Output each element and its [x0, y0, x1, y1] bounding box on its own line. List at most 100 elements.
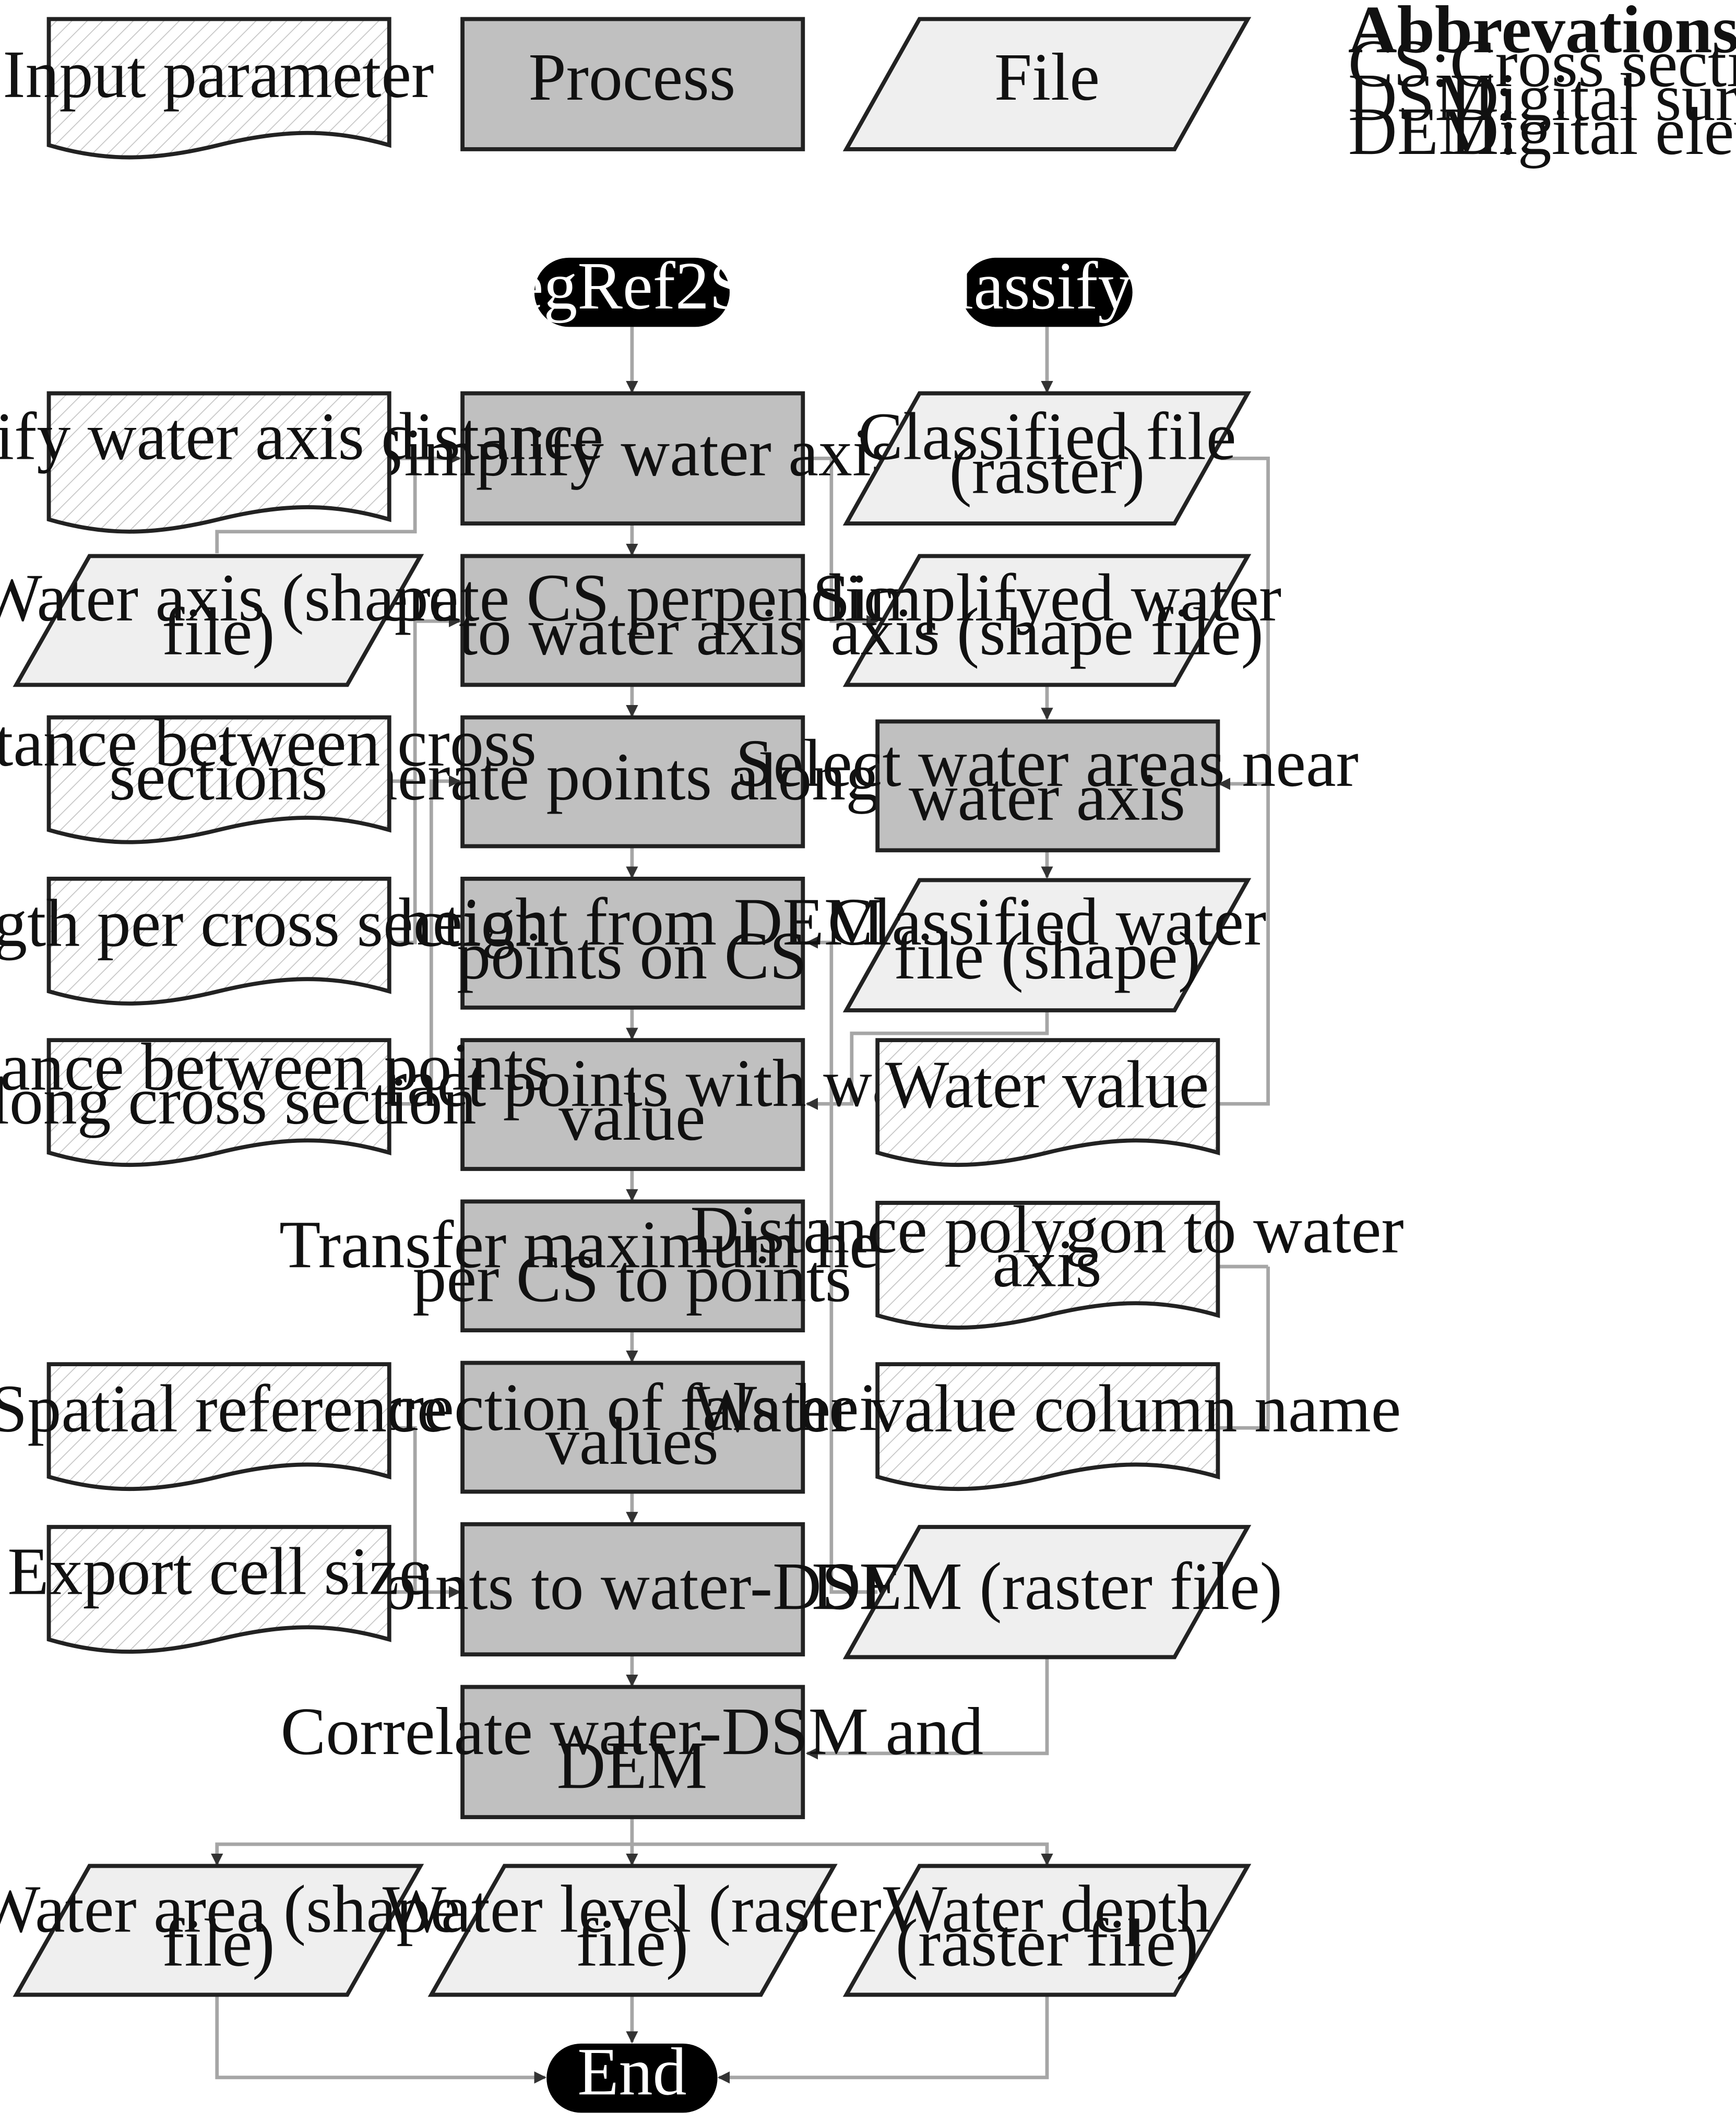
abbreviation-value: Cross sections: [1450, 26, 1736, 101]
connector-simplify-to-simplified-file: [804, 457, 879, 627]
process-correction-line: Correction of fals height: [300, 1370, 964, 1445]
param-length-cross-section-line: Length per cross section: [0, 886, 549, 961]
process-transfer-max-height-line: Transfer maximum height: [279, 1207, 985, 1282]
process-extract-points-line: Extract points with water: [290, 1046, 974, 1121]
process-generate-cs-line: to water axis: [459, 594, 805, 670]
file-water-area-line: file): [162, 1905, 275, 1980]
file-water-area-line: Water area (shape: [0, 1872, 460, 1947]
connector-dist-points-to-generate-points: [390, 775, 461, 1106]
terminal-start-left-shape: [534, 257, 730, 327]
param-simplify-distance-line: Simplify water axis distance: [0, 399, 603, 474]
param-water-value-line: Water value: [885, 1047, 1209, 1123]
process-correlate-line: Correlate water-DSM and: [281, 1694, 984, 1769]
file-water-axis-line: Water axis (shape: [0, 560, 458, 636]
file-classified-file: Classified file (raster): [842, 391, 1252, 526]
terminal-end: End: [546, 2034, 718, 2113]
param-export-cell-size-line: Export cell size: [7, 1534, 429, 1609]
file-dem-line: DEM (raster file): [812, 1549, 1282, 1624]
file-simplified-water-axis-line: Simplifyed water: [813, 560, 1281, 636]
param-distance-cross-sections-line: Distance between cross: [0, 706, 537, 781]
legend-file-shape: [842, 17, 1252, 151]
process-correlate: Correlate water-DSM and DEM: [281, 1685, 984, 1819]
terminal-end-label: End: [577, 2034, 686, 2109]
process-extract-points: Extract points with water value: [290, 1038, 974, 1171]
process-get-height-line: Get height from DEM for: [283, 885, 980, 960]
process-transfer-max-height-line: per CS to points: [412, 1241, 851, 1316]
connector-classified-file-to-select: [1218, 457, 1270, 790]
process-generate-points-line: Generate points along CS: [284, 739, 979, 815]
connector-dist-cs-to-generate-cs: [390, 615, 461, 783]
process-correlate-line: DEM: [557, 1728, 708, 1803]
process-simplify-water-axis: Simplify water axis: [366, 391, 898, 526]
file-dem: DEM (raster file): [812, 1525, 1282, 1660]
file-water-level-line: Water level (raster: [383, 1872, 882, 1947]
terminal-start-left-label: SSegRef2Surf: [438, 248, 826, 324]
process-generate-points: Generate points along CS: [284, 715, 980, 849]
process-correction-line: values: [545, 1404, 719, 1479]
file-water-axis: Water axis (shape file): [0, 554, 458, 687]
connector-water-axis-to-simplify: [215, 458, 417, 554]
connector-water-value-to-bus: [1219, 784, 1270, 1106]
abbreviation-value: Digital elevation model: [1450, 94, 1736, 169]
param-distance-points-line: Distance between points: [0, 1030, 550, 1105]
legend-process-label: Process: [528, 40, 735, 115]
legend-process-shape: [460, 17, 805, 151]
legend: Input parameter Process File: [3, 17, 1252, 160]
process-extract-points-line: value: [558, 1080, 705, 1155]
file-water-level-line: file): [576, 1905, 688, 1980]
connector-water-depth-to-end: [717, 1996, 1049, 2084]
file-water-level: Water level (raster file): [383, 1864, 882, 1997]
abbreviation-key: DEM:: [1348, 94, 1518, 169]
process-get-height-line: points on CS: [457, 918, 807, 994]
file-water-area: Water area (shape file): [0, 1864, 460, 1997]
abbreviations-title: Abbrevations:: [1348, 0, 1736, 67]
param-distance-polygon-line: Distance polygon to water: [690, 1192, 1404, 1268]
connector-correlate-to-water-depth: [632, 1842, 1053, 1866]
param-water-value-column: Water value column name: [693, 1362, 1401, 1491]
param-distance-points: Distance between points along cross sect…: [0, 1030, 550, 1167]
file-simplified-water-axis: Simplifyed water axis (shape file): [813, 554, 1281, 687]
param-simplify-distance: Simplify water axis distance: [0, 391, 603, 534]
connector-correlate-to-water-area: [211, 1818, 634, 1866]
file-classified-water: Classified water file (shape): [828, 878, 1266, 1012]
process-simplify-water-axis-line: Simplify water axis: [366, 415, 897, 491]
connector-water-area-to-end: [215, 1996, 546, 2084]
terminal-start-right-shape: [961, 257, 1133, 327]
process-correction: Correction of fals height values: [300, 1360, 965, 1494]
connector-spatial-ref-to-points-dsm: [390, 1426, 461, 1598]
file-classified-file-line: Classified file: [858, 399, 1236, 474]
connector-classified-water-to-extract: [805, 1011, 1049, 1110]
legend-input-parameter-shape: [46, 17, 391, 160]
process-points-to-water-dsm-line: Points to water-DSM: [344, 1549, 920, 1624]
file-water-depth: Water depth (raster file): [842, 1864, 1252, 1997]
param-distance-cross-sections: Distance between cross sections: [0, 706, 537, 844]
file-classified-water-line: file (shape): [894, 918, 1200, 994]
process-select-water-areas-line: water axis: [909, 760, 1185, 835]
process-select-water-areas: Select water areas near water axis: [735, 719, 1359, 853]
process-transfer-max-height: Transfer maximum height per CS to points: [279, 1199, 985, 1333]
connector-dem-to-get-height: [805, 936, 878, 1594]
param-water-value-column-line: Water value column name: [693, 1371, 1401, 1447]
terminal-start-right-label: Classifyer: [910, 248, 1185, 324]
param-spatial-reference-line: Spatial reference: [0, 1371, 447, 1447]
param-distance-polygon-line: axis: [992, 1226, 1101, 1302]
connector-column-name-to-bus: [1219, 1267, 1270, 1430]
param-distance-polygon: Distance polygon to water axis: [690, 1192, 1404, 1330]
terminal-start-left: SSegRef2Surf: [438, 248, 826, 327]
abbreviation-key: DSM:: [1348, 60, 1514, 135]
connector-dem-to-correlate: [805, 1658, 1049, 1760]
param-export-cell-size: Export cell size: [7, 1525, 429, 1654]
legend-file-label: File: [994, 40, 1100, 115]
terminal-end-shape: [546, 2043, 718, 2113]
param-distance-points-line: along cross section: [0, 1064, 477, 1139]
param-length-cross-section: Length per cross section: [0, 877, 549, 1006]
abbreviations-block: Abbrevations: CS: Cross sections DSM: Di…: [1348, 0, 1736, 169]
process-get-height: Get height from DEM for points on CS: [283, 877, 980, 1010]
param-water-value: Water value: [875, 1038, 1220, 1167]
abbreviation-key: CS:: [1348, 26, 1450, 101]
legend-input-parameter-label: Input parameter: [3, 37, 434, 112]
terminal-start-right: Classifyer: [910, 248, 1185, 327]
file-simplified-water-axis-line: axis (shape file): [830, 594, 1264, 670]
file-water-depth-line: (raster file): [896, 1905, 1199, 1980]
